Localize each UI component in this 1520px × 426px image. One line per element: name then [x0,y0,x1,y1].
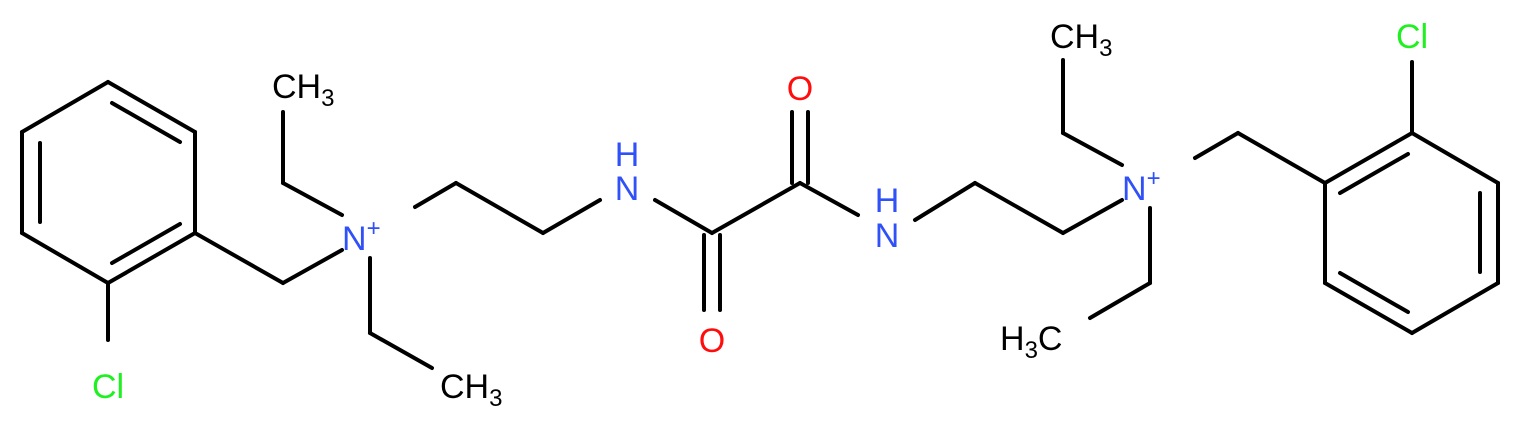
bond-nh-chain-right [913,181,977,222]
bond-ring-ch2-left [193,231,285,285]
bond-n-ch2-right [1193,131,1240,160]
ammonium-n-left: N+ [342,215,381,258]
bond-carbonyl-nh-right [798,181,860,217]
methyl-label-left-bottom: CH3 [440,368,502,412]
bond-ch2-n-left [281,248,344,285]
bond-n-ethyl-top-right [1061,131,1124,167]
right-benzene-ring [1323,131,1500,335]
bond-nh-carbonyl-left [653,198,714,235]
left-benzene-ring [20,80,197,285]
methyl-label-left-top: CH3 [272,68,334,112]
bond-carbonyl-carbonyl [710,181,802,235]
ammonium-n-right: N+ [1122,165,1161,208]
bond-n-chain-left [413,181,458,209]
bond-n-ethyl-top-left [281,181,344,217]
carbonyl-oxygen-bottom: O [699,322,725,360]
methyl-label-right-bottom: H3C [1000,320,1062,364]
chlorine-label-right: Cl [1396,18,1428,56]
carbonyl-oxygen-top: O [787,70,813,108]
methyl-label-right-top: CH3 [1050,18,1112,62]
chlorine-label-left: Cl [92,368,124,406]
